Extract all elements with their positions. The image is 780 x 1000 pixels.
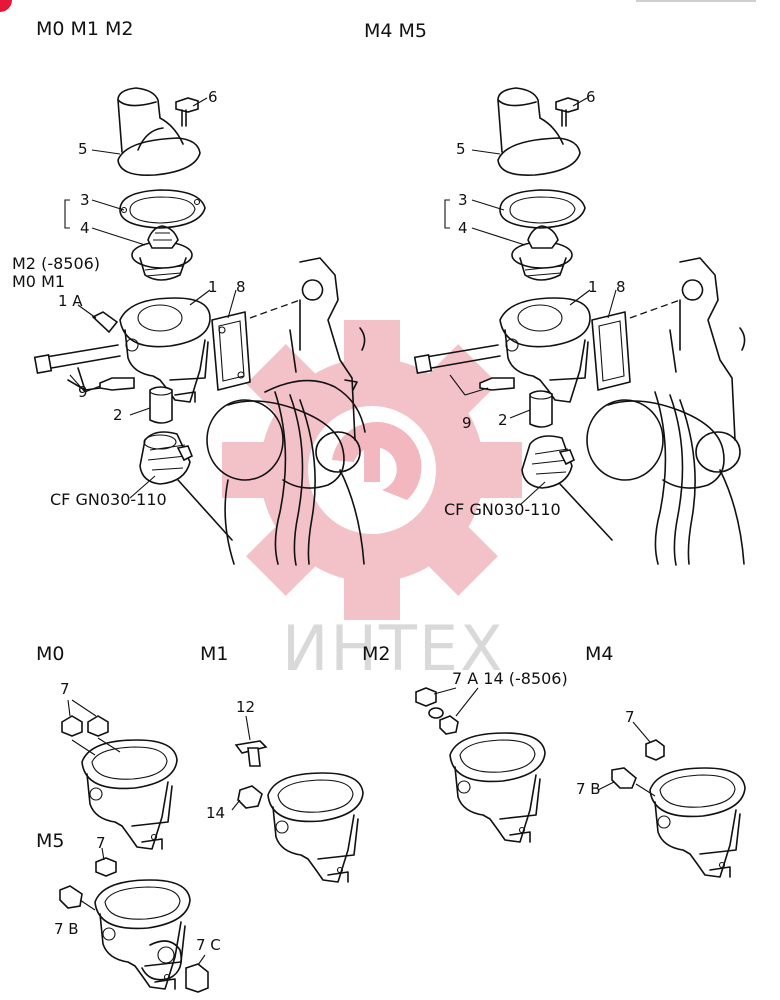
heading-m0: M0: [36, 643, 65, 665]
m5-label-7c: 7 C: [196, 936, 221, 954]
heading-m5: M5: [36, 830, 65, 852]
m0-label-7: 7: [60, 680, 70, 698]
left-label-9: 9: [78, 383, 88, 401]
right-label-8: 8: [616, 278, 626, 296]
variant-m4-housing: [597, 721, 746, 878]
watermark-text: ИНТЕХ: [282, 612, 505, 685]
m2-label-7a-14: 7 A 14 (-8506): [452, 669, 568, 688]
variant-m0-housing: [61, 699, 178, 850]
variant-m5-housing: [59, 847, 209, 993]
left-label-2: 2: [113, 406, 123, 424]
heading-m2: M2: [362, 643, 391, 665]
right-label-1: 1: [588, 278, 598, 296]
right-label-4: 4: [458, 219, 468, 237]
left-part-code: CF GN030-110: [50, 490, 167, 509]
watermark-gear: [222, 320, 522, 620]
left-model-note-2: M0 M1: [12, 272, 66, 291]
right-label-9: 9: [462, 414, 472, 432]
left-label-1a: 1 A: [58, 292, 83, 310]
left-label-5: 5: [78, 140, 88, 158]
right-label-3: 3: [458, 191, 468, 209]
m4-label-7b: 7 B: [576, 780, 601, 798]
left-label-3: 3: [80, 191, 90, 209]
heading-m4: M4: [585, 643, 614, 665]
right-assembly: [413, 87, 746, 566]
m4-label-7: 7: [625, 708, 635, 726]
right-label-5: 5: [456, 140, 466, 158]
left-label-6: 6: [208, 88, 218, 106]
left-label-8: 8: [236, 278, 246, 296]
heading-m1: M1: [200, 643, 229, 665]
right-part-code: CF GN030-110: [444, 500, 561, 519]
left-label-1: 1: [208, 278, 218, 296]
m5-label-7: 7: [96, 834, 106, 852]
variant-m1-housing: [231, 715, 364, 883]
right-label-2: 2: [498, 411, 508, 429]
left-assembly: [33, 87, 366, 566]
left-model-note-1: M2 (-8506): [12, 254, 101, 273]
m1-label-12: 12: [236, 698, 256, 716]
m5-label-7b: 7 B: [54, 920, 79, 938]
left-label-4: 4: [80, 219, 90, 237]
variant-m2-housing: [415, 687, 546, 843]
heading-top-left: M0 M1 M2: [36, 18, 134, 40]
heading-top-right: M4 M5: [364, 20, 428, 42]
top-rule: [636, 0, 756, 2]
m1-label-14: 14: [206, 804, 226, 822]
right-label-6: 6: [586, 88, 596, 106]
